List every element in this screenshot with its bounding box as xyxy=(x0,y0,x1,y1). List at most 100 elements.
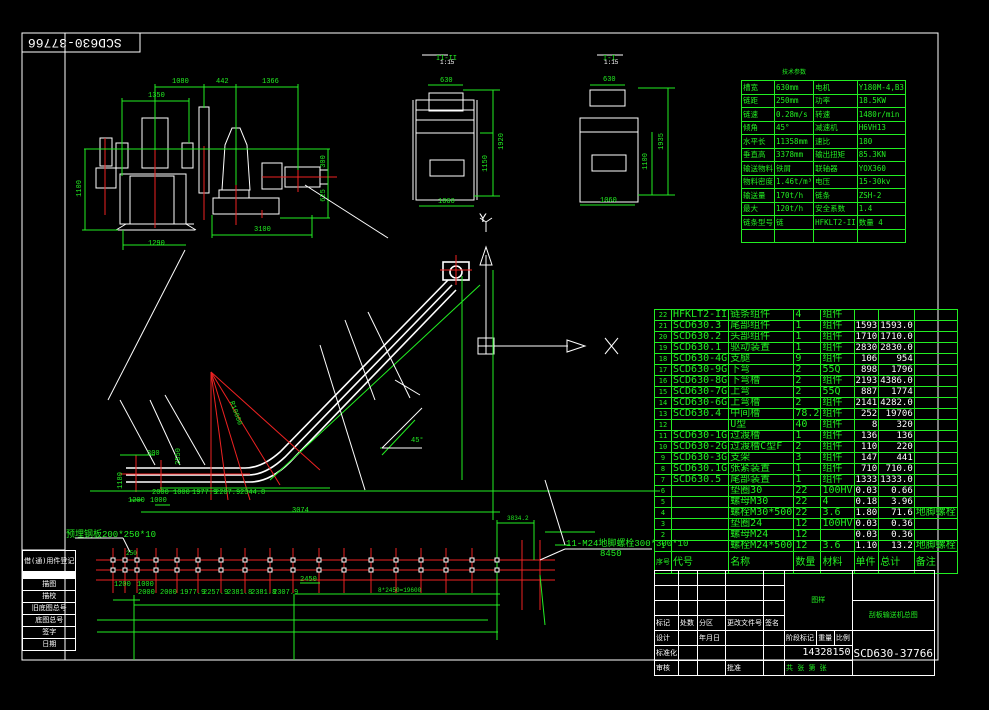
bom-cell-mat xyxy=(820,529,855,541)
bom-cell-idx: 17 xyxy=(654,364,672,376)
bom-cell-note xyxy=(913,518,958,530)
dim-text: 1977.9 xyxy=(180,589,206,597)
plan-label-left: 预埋钢板200*250*10 xyxy=(66,530,157,540)
bom-cell-total: 1774 xyxy=(878,386,915,398)
bom-cell-note xyxy=(913,529,958,541)
bom-cell-total: 954 xyxy=(878,353,915,365)
bom-cell-unit: 0.03 xyxy=(853,529,880,541)
bom-cell-qty: 1 xyxy=(793,331,822,343)
bom-cell-note xyxy=(913,353,958,365)
bom-cell-mat: 55Q xyxy=(820,386,855,398)
section-title: II-II xyxy=(436,55,458,63)
dim-text: 1000 xyxy=(137,581,154,589)
bom-cell-total: 4282.0 xyxy=(878,397,915,409)
dim-text: 2000 xyxy=(152,489,169,497)
bom-cell-name: 螺栓M24*500 xyxy=(728,540,795,552)
bom-cell-name: 垫圈24 xyxy=(728,518,795,530)
section-scale: 1:15 xyxy=(604,59,619,66)
dim-text: 2381.8 xyxy=(227,589,253,597)
dim-text: 625 xyxy=(319,189,328,202)
bom-cell-qty: 78.2 xyxy=(793,408,822,420)
bom-cell-unit: 0.03 xyxy=(853,485,880,497)
bom-cell-idx: 22 xyxy=(654,309,672,321)
bom-cell-qty: 1 xyxy=(793,430,822,442)
bom-cell-total: 1710.0 xyxy=(878,331,915,343)
bom-cell-total: 710.0 xyxy=(878,463,915,475)
dim-text: 2257.9 xyxy=(203,589,229,597)
bom-cell-qty: 1 xyxy=(793,474,822,486)
bom-cell-qty: 12 xyxy=(793,529,822,541)
bom-cell-name: 下弯 xyxy=(728,364,795,376)
bom-cell-name: 张紧装置 xyxy=(728,463,795,475)
bom-cell-name: U型 xyxy=(728,419,795,431)
revision-strip: 借(通)用件登记 描图 描校 旧底图总号 底图总号 签字 日期 xyxy=(21,550,77,651)
bom-cell-mat: 组件 xyxy=(820,342,855,354)
dim-text: 1000 xyxy=(173,489,190,497)
bom-cell-mat: 组件 xyxy=(820,441,855,453)
bom-cell-code: SCD630-7G xyxy=(670,386,730,398)
bom-cell-mat: 组件 xyxy=(820,397,855,409)
bom-cell-idx: 11 xyxy=(654,430,672,442)
drawing-number: SCD630-37766 xyxy=(851,630,936,676)
bom-cell-qty: 1 xyxy=(793,463,822,475)
bom-cell-code: SCD630-3G xyxy=(670,452,730,464)
bom-cell-name: 支腿 xyxy=(728,353,795,365)
bom-cell-total: 441 xyxy=(878,452,915,464)
bom-cell-code: SCD630.2 xyxy=(670,331,730,343)
bom-cell-total xyxy=(878,309,915,321)
bom-cell-unit: 710 xyxy=(853,463,880,475)
dim-text: 1000 xyxy=(150,497,167,505)
bom-cell-qty: 2 xyxy=(793,386,822,398)
dim-text: 1366 xyxy=(262,78,279,86)
dim-text: 1290 xyxy=(148,240,165,248)
bom-cell-note xyxy=(913,452,958,464)
dim-text: 300 xyxy=(147,450,160,458)
dim-text: 1100 xyxy=(75,180,84,197)
bom-cell-total: 1593.0 xyxy=(878,320,915,332)
bom-cell-unit: 0.18 xyxy=(853,496,880,508)
bom-cell-total: 0.36 xyxy=(878,529,915,541)
dim-text: 300 xyxy=(319,155,328,168)
bom-cell-qty: 40 xyxy=(793,419,822,431)
bom-cell-name: 螺母M30 xyxy=(728,496,795,508)
bom-cell-mat: 组件 xyxy=(820,375,855,387)
bom-cell-code: SCD630-1G xyxy=(670,430,730,442)
bom-cell-unit: 147 xyxy=(853,452,880,464)
dim-text: 1977.9 xyxy=(192,489,218,497)
bom-cell-unit: 1.80 xyxy=(853,507,880,519)
bom-cell-total: 19706 xyxy=(878,408,915,420)
bom-cell-code: SCD630-4G xyxy=(670,353,730,365)
bom-cell-unit: 1710 xyxy=(853,331,880,343)
dim-text: 45° xyxy=(411,437,424,445)
bom-cell-unit: 110 xyxy=(853,441,880,453)
bom-cell-qty: 2 xyxy=(793,397,822,409)
dim-text: 2000 xyxy=(160,589,177,597)
bom-cell-code: SCD630-6G xyxy=(670,397,730,409)
bom-cell-idx: 3 xyxy=(654,518,672,530)
dim-text: 442 xyxy=(216,78,229,86)
dim-text: 1920 xyxy=(497,133,506,150)
bom-cell-name: 头部组件 xyxy=(728,331,795,343)
section-scale: 1:15 xyxy=(440,59,455,66)
bom-cell-idx: 14 xyxy=(654,397,672,409)
bom-cell-idx: 2 xyxy=(654,529,672,541)
bom-cell-name: 驱动装置 xyxy=(728,342,795,354)
